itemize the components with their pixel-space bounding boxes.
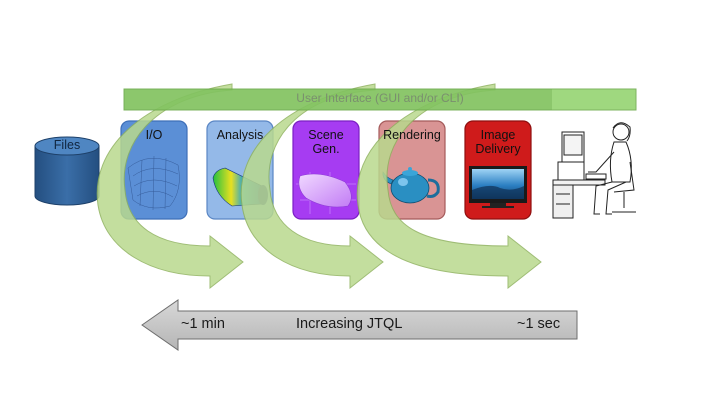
stage-label-delivery-line: Image bbox=[480, 128, 516, 142]
teapot-icon bbox=[382, 167, 440, 204]
wireframe-mesh-icon bbox=[127, 155, 180, 211]
stage-label-scene-line: Gen. bbox=[312, 142, 340, 156]
flow-arrow-2 bbox=[240, 83, 384, 290]
stage-label-scene-line: Scene bbox=[308, 128, 344, 142]
files-cylinder-icon bbox=[34, 136, 100, 206]
stage-label-io-line: I/O bbox=[145, 128, 163, 142]
tv-monitor-icon bbox=[469, 166, 527, 208]
stage-label-rendering: Rendering bbox=[379, 128, 445, 142]
flow-arrows bbox=[96, 83, 542, 290]
files-label: Files bbox=[53, 138, 81, 152]
stage-label-analysis: Analysis bbox=[207, 128, 273, 142]
jtql-arrow bbox=[141, 299, 578, 351]
ui-bar bbox=[123, 88, 637, 111]
stage-label-delivery-line: Delivery bbox=[475, 142, 521, 156]
stage-label-io: I/O bbox=[121, 128, 187, 142]
jtql-right-label: ~1 sec bbox=[517, 316, 561, 332]
person-at-computer-icon bbox=[552, 122, 636, 219]
ui-bar-label: User Interface (GUI and/or CLI) bbox=[296, 91, 464, 105]
flow-arrow-1 bbox=[96, 83, 244, 290]
flow-arrow-3 bbox=[356, 83, 542, 290]
stage-label-analysis-line: Analysis bbox=[216, 128, 264, 142]
stage-label-rendering-line: Rendering bbox=[383, 128, 441, 142]
jtql-center-label: Increasing JTQL bbox=[296, 316, 403, 332]
jtql-left-label: ~1 min bbox=[181, 316, 225, 332]
scene-object-icon bbox=[296, 172, 356, 214]
